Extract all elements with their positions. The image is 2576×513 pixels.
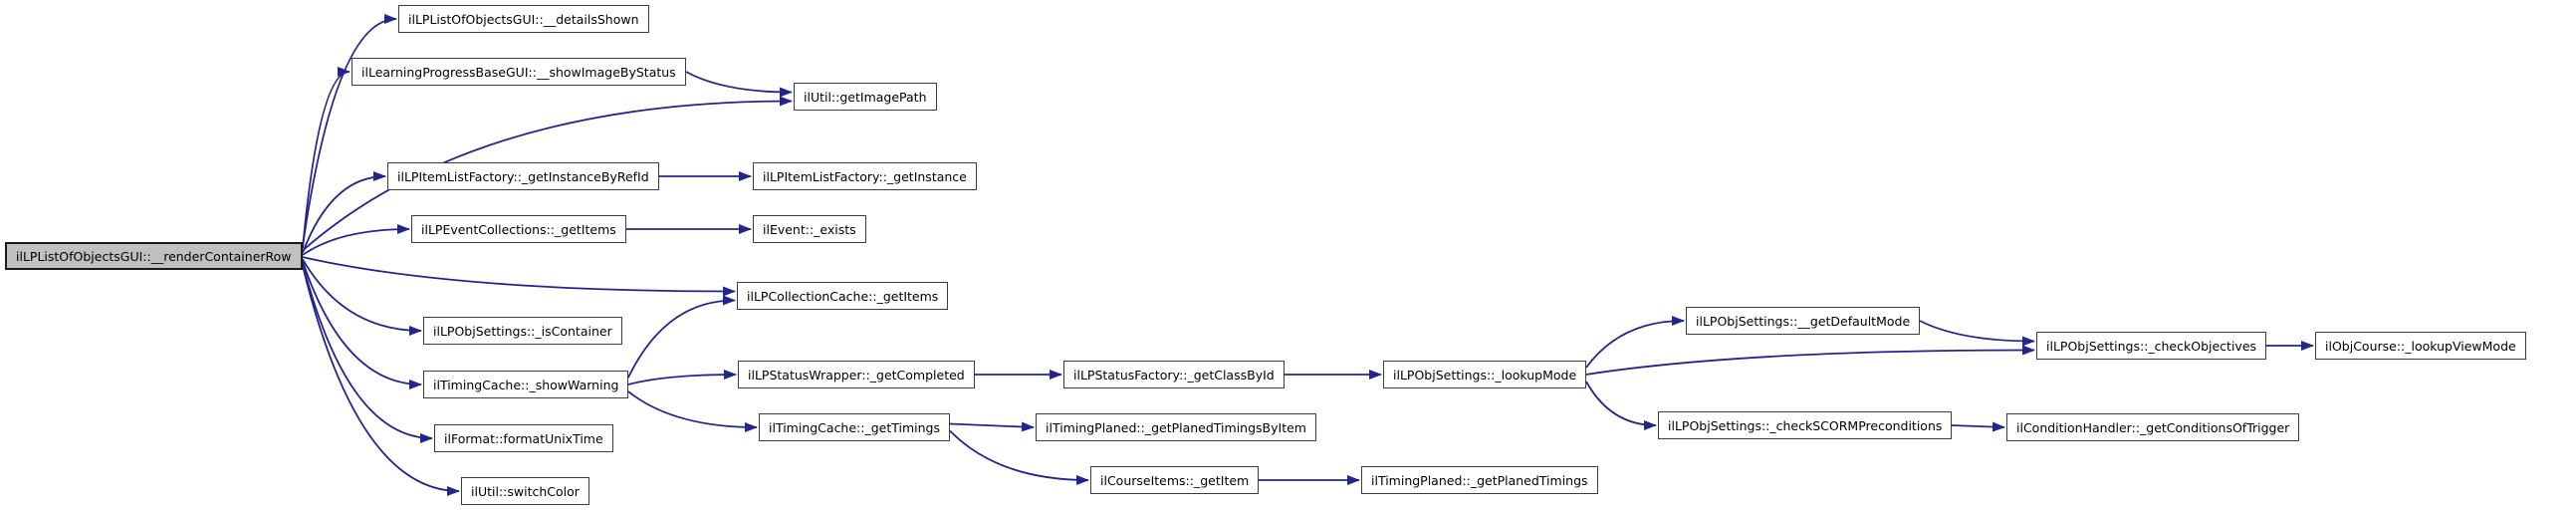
node-planed-timings-by-item[interactable]: ilTimingPlaned::_getPlanedTimingsByItem: [1036, 413, 1316, 441]
node-conditions-of-trigger[interactable]: ilConditionHandler::_getConditionsOfTrig…: [2006, 413, 2300, 441]
node-get-timings[interactable]: ilTimingCache::_getTimings: [759, 413, 950, 441]
node-planed-timings[interactable]: ilTimingPlaned::_getPlanedTimings: [1361, 466, 1598, 494]
node-show-image-by-status[interactable]: ilLearningProgressBaseGUI::__showImageBy…: [351, 58, 686, 86]
node-is-container[interactable]: ilLPObjSettings::_isContainer: [423, 317, 622, 345]
node-event-exists[interactable]: ilEvent::_exists: [753, 215, 866, 243]
node-get-completed[interactable]: ilLPStatusWrapper::_getCompleted: [738, 361, 975, 388]
node-switch-color[interactable]: ilUtil::switchColor: [461, 477, 589, 505]
node-course-get-item[interactable]: ilCourseItems::_getItem: [1090, 466, 1260, 494]
node-get-default-mode[interactable]: ilLPObjSettings::__getDefaultMode: [1686, 307, 1921, 335]
node-check-scorm-preconditions[interactable]: ilLPObjSettings::_checkSCORMPrecondition…: [1658, 411, 1953, 439]
node-event-get-items[interactable]: ilLPEventCollections::_getItems: [411, 215, 626, 243]
node-details-shown[interactable]: ilLPListOfObjectsGUI::__detailsShown: [398, 5, 649, 33]
node-get-instance[interactable]: ilLPItemListFactory::_getInstance: [753, 162, 977, 190]
node-lookup-mode[interactable]: ilLPObjSettings::_lookupMode: [1383, 361, 1587, 388]
node-show-warning[interactable]: ilTimingCache::_showWarning: [423, 371, 629, 398]
node-render-container-row: ilLPListOfObjectsGUI::__renderContainerR…: [5, 242, 303, 270]
node-lookup-view-mode[interactable]: ilObjCourse::_lookupViewMode: [2315, 332, 2526, 360]
node-get-image-path[interactable]: ilUtil::getImagePath: [794, 83, 937, 111]
node-get-instance-by-refid[interactable]: ilLPItemListFactory::_getInstanceByRefId: [387, 162, 659, 190]
node-check-objectives[interactable]: ilLPObjSettings::_checkObjectives: [2036, 332, 2267, 360]
node-get-class-by-id[interactable]: ilLPStatusFactory::_getClassById: [1063, 361, 1285, 388]
node-format-unix-time[interactable]: ilFormat::formatUnixTime: [434, 424, 613, 452]
node-collection-get-items[interactable]: ilLPCollectionCache::_getItems: [737, 282, 949, 310]
